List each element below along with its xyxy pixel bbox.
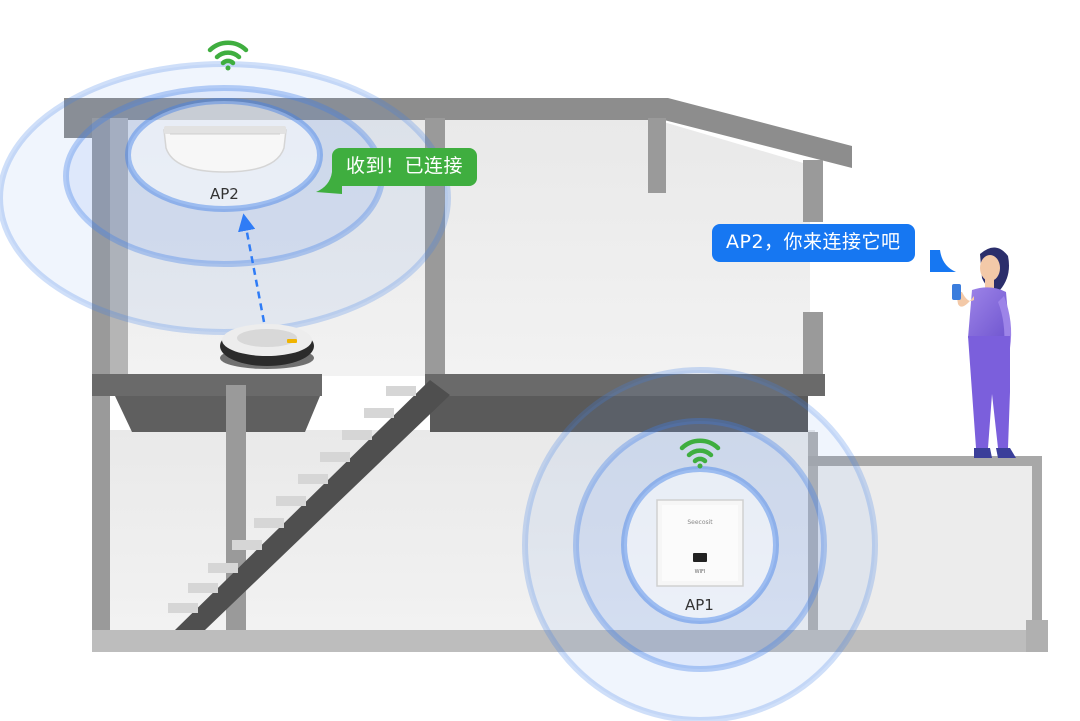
ap2-label: AP2 (210, 185, 239, 203)
access-point-ceiling (163, 126, 287, 173)
robot-vacuum (220, 324, 314, 369)
ap2-bubble-tail (316, 172, 342, 194)
ap2-speech-bubble: 收到！已连接 (332, 148, 478, 186)
ap1-label: AP1 (685, 596, 714, 614)
user-bubble-tail (930, 250, 956, 272)
ap1-brand-text: Seecosit (687, 519, 713, 526)
user-speech-bubble: AP2，你来连接它吧 (712, 224, 915, 262)
ap2-bubble-text: 收到！已连接 (346, 155, 464, 177)
wifi-icon (679, 438, 721, 469)
ap1-model-text: WIFI (695, 569, 706, 575)
access-point-wall: Seecosit WIFI (656, 499, 744, 587)
connection-arrow (238, 213, 266, 323)
user-bubble-text: AP2，你来连接它吧 (726, 231, 901, 253)
wifi-icon (207, 40, 249, 71)
woman-with-phone (952, 247, 1016, 458)
house-structure (64, 98, 1048, 652)
